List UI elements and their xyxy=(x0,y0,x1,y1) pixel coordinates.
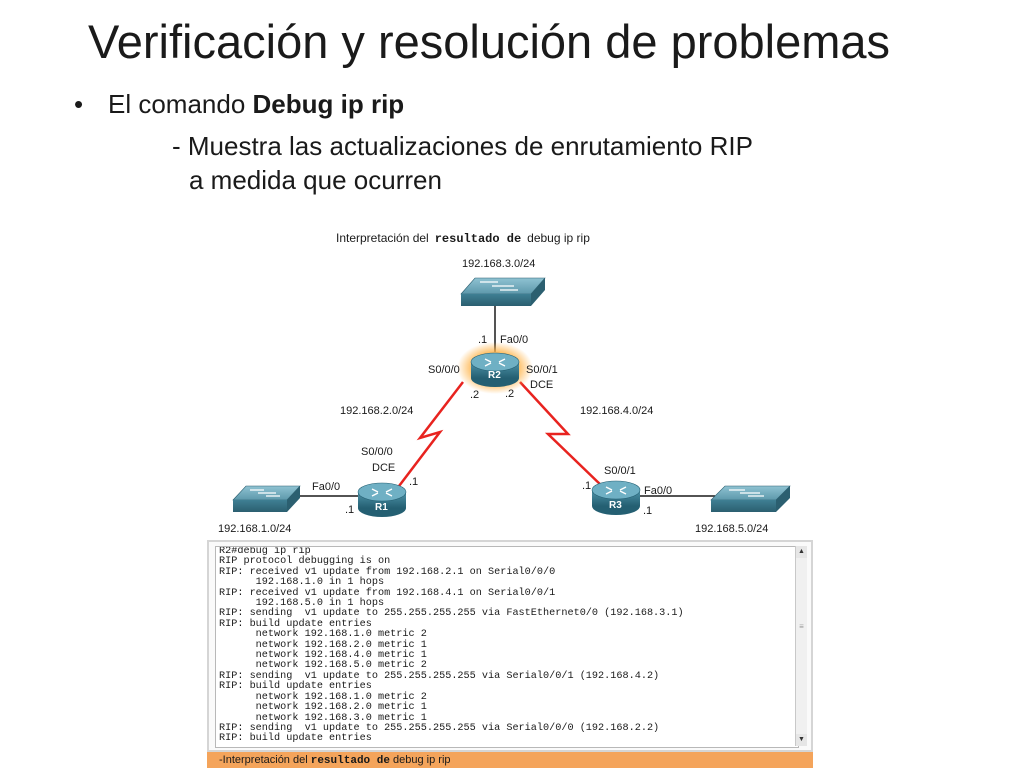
caption-part-2: resultado de xyxy=(310,755,390,767)
console-line: network 192.168.3.0 metric 1 xyxy=(219,712,427,724)
console-line: network 192.168.1.0 metric 2 xyxy=(219,691,427,703)
console-line: RIP: sending v1 update to 255.255.255.25… xyxy=(219,670,660,682)
slide-title: Verificación y resolución de problemas xyxy=(88,15,891,68)
sub-line-2: a medida que ocurren xyxy=(189,165,442,195)
bullet-item: • El comando Debug ip rip xyxy=(74,88,404,120)
bullet-dot: • xyxy=(74,89,84,119)
bullet-command: Debug ip rip xyxy=(252,89,405,119)
router-r1-icon xyxy=(357,482,407,517)
scroll-down-icon[interactable]: ▼ xyxy=(796,734,807,746)
r3-fa-label: Fa0/0 xyxy=(644,485,672,497)
console-line: RIP: received v1 update from 192.168.2.1… xyxy=(219,566,556,578)
console-line: RIP: sending v1 update to 255.255.255.25… xyxy=(219,608,684,620)
scroll-up-icon[interactable]: ▲ xyxy=(796,546,807,558)
router-r2-label: R2 xyxy=(488,370,501,381)
console-line: RIP: build update entries xyxy=(219,681,372,693)
network-label-left-lan: 192.168.1.0/24 xyxy=(218,523,291,535)
r1-fa-label: Fa0/0 xyxy=(312,481,340,493)
console-line: RIP: build update entries xyxy=(219,733,372,745)
r2-dce-label: DCE xyxy=(530,379,553,391)
debug-output-window: R2#debug ip rip RIP protocol debugging i… xyxy=(207,540,813,752)
console-line: 192.168.5.0 in 1 hops xyxy=(219,598,385,610)
console-line: R2#debug ip rip xyxy=(219,546,311,557)
console-line: network 192.168.5.0 metric 2 xyxy=(219,660,427,672)
r3-serial-host-label: .1 xyxy=(582,480,591,492)
console-output: R2#debug ip rip RIP protocol debugging i… xyxy=(215,546,799,748)
serial-link-r1-r2 xyxy=(395,381,464,491)
network-label-left-link: 192.168.2.0/24 xyxy=(340,405,413,417)
switch-top-icon xyxy=(460,277,546,306)
console-line: network 192.168.4.0 metric 1 xyxy=(219,650,427,662)
console-line: network 192.168.2.0 metric 1 xyxy=(219,639,427,651)
serial-link-r2-r3 xyxy=(519,381,605,489)
r2-s000-label: S0/0/0 xyxy=(428,364,460,376)
router-r3-label: R3 xyxy=(609,500,622,511)
r2-right-host-label: .2 xyxy=(505,388,514,400)
r1-dce-label: DCE xyxy=(372,462,395,474)
console-line: 192.168.1.0 in 1 hops xyxy=(219,577,385,589)
caption-part-1: -Interpretación del xyxy=(219,754,308,766)
switch-left-icon xyxy=(232,485,301,512)
console-line: RIP: build update entries xyxy=(219,618,372,630)
bullet-text: El comando xyxy=(108,89,253,119)
r1-s000-label: S0/0/0 xyxy=(361,446,393,458)
network-label-right-lan: 192.168.5.0/24 xyxy=(695,523,768,535)
console-line: RIP protocol debugging is on xyxy=(219,556,391,568)
caption-part-3: debug ip rip xyxy=(393,754,451,766)
r2-top-host-label: .1 xyxy=(478,334,487,346)
r3-lan-host-label: .1 xyxy=(643,505,652,517)
scroll-thumb-icon[interactable]: ≡ xyxy=(799,622,804,631)
console-scrollbar[interactable]: ▲ ≡ ▼ xyxy=(795,546,807,746)
console-line: RIP: received v1 update from 192.168.4.1… xyxy=(219,587,556,599)
r1-lan-host-label: .1 xyxy=(345,504,354,516)
r3-s001-label: S0/0/1 xyxy=(604,465,636,477)
console-line: RIP: sending v1 update to 255.255.255.25… xyxy=(219,722,660,734)
console-caption: -Interpretación del resultado de debug i… xyxy=(207,752,813,768)
router-r2-icon xyxy=(457,342,533,394)
router-r3-icon xyxy=(591,480,641,515)
r2-fa-label: Fa0/0 xyxy=(500,334,528,346)
console-line: network 192.168.2.0 metric 1 xyxy=(219,702,427,714)
r2-s001-label: S0/0/1 xyxy=(526,364,558,376)
network-label-right-link: 192.168.4.0/24 xyxy=(580,405,653,417)
switch-right-icon xyxy=(710,485,791,512)
r1-serial-host-label: .1 xyxy=(409,476,418,488)
network-label-top: 192.168.3.0/24 xyxy=(462,258,535,270)
console-line: network 192.168.1.0 metric 2 xyxy=(219,629,427,641)
router-r1-label: R1 xyxy=(375,502,388,513)
sub-line-1: - Muestra las actualizaciones de enrutam… xyxy=(172,131,753,161)
r2-left-host-label: .2 xyxy=(470,389,479,401)
